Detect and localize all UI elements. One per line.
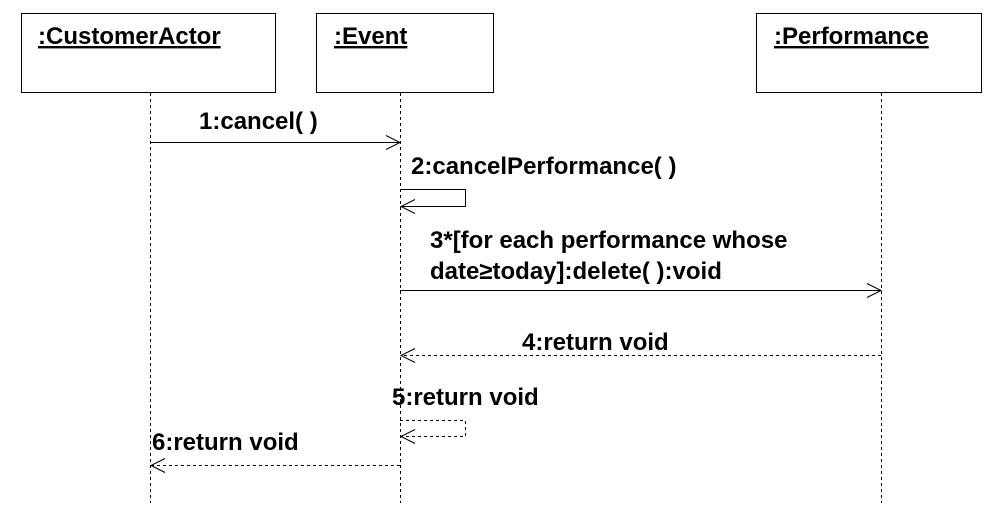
message-1-arrowhead: [385, 135, 402, 150]
message-3-label-line2: date≥today]:delete( ):void: [430, 258, 722, 285]
message-5-arrowhead: [399, 429, 416, 444]
message-6: 6:return void: [149, 429, 400, 473]
message-4: 4:return void: [399, 329, 881, 363]
message-5: 5:return void: [392, 384, 539, 444]
message-1: 1:cancel( ): [150, 108, 402, 150]
message-5-arrow: [400, 420, 466, 437]
object-event: :Event: [316, 13, 494, 93]
message-2-label: 2:cancelPerformance( ): [411, 153, 676, 180]
message-4-arrowhead: [399, 348, 416, 363]
object-performance-label: :Performance: [774, 23, 929, 50]
message-6-label: 6:return void: [152, 429, 299, 456]
message-4-label: 4:return void: [522, 329, 669, 356]
object-event-label: :Event: [334, 23, 407, 50]
message-5-label: 5:return void: [392, 384, 539, 411]
object-customer-actor: :CustomerActor: [21, 13, 276, 93]
message-2-arrowhead: [399, 199, 416, 214]
message-3-label-line1: 3*[for each performance whose: [430, 227, 787, 254]
message-3-arrowhead: [866, 283, 883, 298]
object-performance: :Performance: [756, 13, 982, 93]
message-2: 2:cancelPerformance( ): [399, 153, 676, 214]
message-3: 3*[for each performance whose date≥today…: [400, 227, 883, 298]
message-2-arrow: [400, 189, 466, 207]
object-customer-actor-label: :CustomerActor: [38, 23, 221, 50]
message-6-arrowhead: [149, 458, 166, 473]
message-1-label: 1:cancel( ): [199, 108, 318, 135]
